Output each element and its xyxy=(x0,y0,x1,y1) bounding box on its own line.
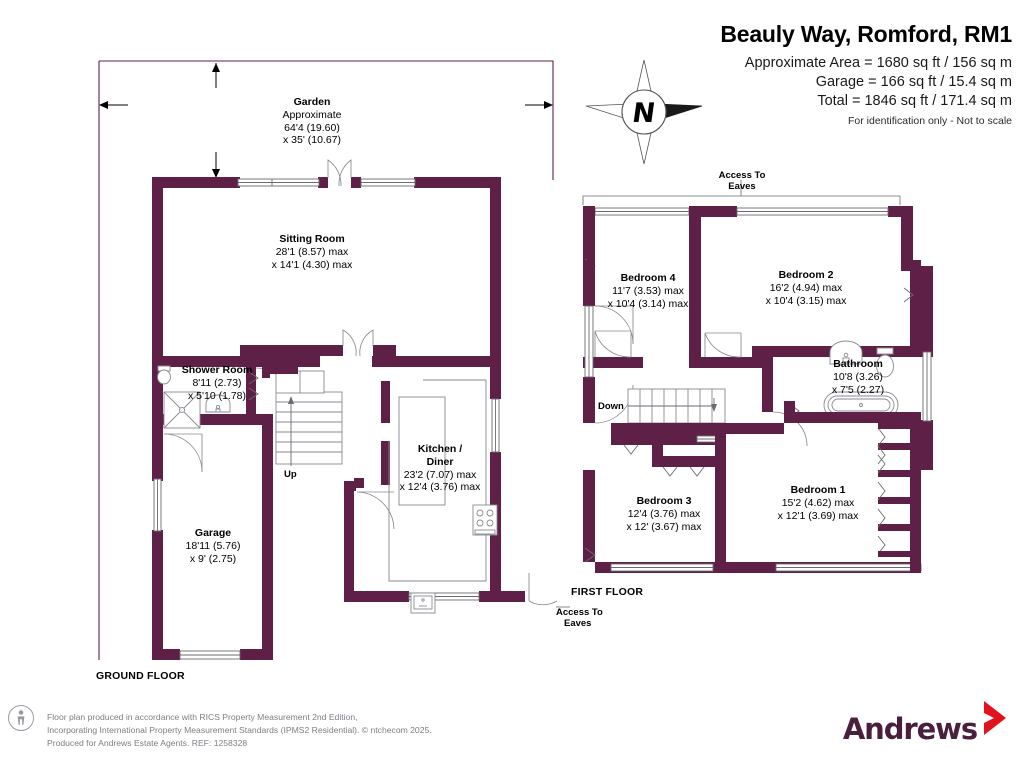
kitchen-sink xyxy=(410,592,436,614)
compass-rose: N xyxy=(585,59,703,165)
andrews-logo-text: Andrews xyxy=(842,712,978,746)
garden-boundary xyxy=(98,60,554,660)
approximate-area-text: Approximate Area = 1680 sq ft / 156 sq m xyxy=(744,54,1012,71)
kitchen-island xyxy=(398,396,446,506)
first-floor-label: FIRST FLOOR xyxy=(571,586,644,598)
room-label-bedroom-1: Bedroom 1 15'2 (4.62) max x 12'1 (3.69) … xyxy=(777,484,859,522)
svg-text:N: N xyxy=(630,98,657,129)
identification-note: For identification only - Not to scale xyxy=(848,114,1012,127)
ground-access-to-eaves-label: Access To Eaves xyxy=(556,607,603,630)
room-label-bedroom-4: Bedroom 4 11'7 (3.53) max x 10'4 (3.14) … xyxy=(607,272,689,310)
hob xyxy=(472,504,498,536)
room-label-shower-room: Shower Room 8'11 (2.73) x 5'10 (1.78) xyxy=(181,364,253,402)
room-label-sitting-room: Sitting Room 28'1 (8.57) max x 14'1 (4.3… xyxy=(271,233,353,271)
bathtub xyxy=(823,391,899,419)
garage-area-text: Garage = 166 sq ft / 15.4 sq m xyxy=(815,74,1012,91)
bathroom-basin xyxy=(829,340,863,365)
total-area-text: Total = 1846 sq ft / 171.4 sq m xyxy=(817,93,1012,110)
ground-floor-walls xyxy=(152,159,558,660)
footer-text: Floor plan produced in accordance with R… xyxy=(47,711,432,748)
bedroom1-wardrobes xyxy=(877,423,911,557)
ground-floor-label: GROUND FLOOR xyxy=(96,670,185,682)
first-access-to-eaves-label: Access To Eaves xyxy=(718,170,766,193)
first-floor-walls xyxy=(582,180,933,573)
room-label-kitchen-diner: Kitchen / Diner 23'2 (7.07) max x 12'4 (… xyxy=(399,443,481,494)
shower-room-basin xyxy=(205,394,231,413)
room-label-garden: Garden Approximate 64'4 (19.60) x 35' (1… xyxy=(282,96,342,147)
page-title: Beauly Way, Romford, RM1 xyxy=(720,21,1012,47)
room-label-garage: Garage 18'11 (5.76) x 9' (2.75) xyxy=(185,527,241,565)
ground-stairs xyxy=(262,366,343,466)
andrews-logo: Andrews xyxy=(843,712,1010,746)
footer: Floor plan produced in accordance with R… xyxy=(12,711,432,750)
stairs-down-label: Down xyxy=(598,401,624,412)
header: Beauly Way, Romford, RM1 Approximate Are… xyxy=(672,21,1012,127)
kitchen-worktop xyxy=(388,379,487,582)
room-label-bathroom: Bathroom 10'8 (3.26) x 7'5 (2.27) xyxy=(831,358,885,396)
room-label-bedroom-2: Bedroom 2 16'2 (4.94) max x 10'4 (3.15) … xyxy=(765,269,847,307)
shower-room-toilet xyxy=(157,365,171,385)
info-icon xyxy=(8,705,34,731)
shower-tray xyxy=(163,391,201,429)
logo-chevron xyxy=(984,701,1006,735)
garden-dimension-arrows xyxy=(99,63,553,178)
stairs-up-label: Up xyxy=(284,469,297,480)
room-label-bedroom-3: Bedroom 3 12'4 (3.76) max x 12' (3.67) m… xyxy=(626,495,702,533)
bathroom-toilet xyxy=(876,347,894,378)
